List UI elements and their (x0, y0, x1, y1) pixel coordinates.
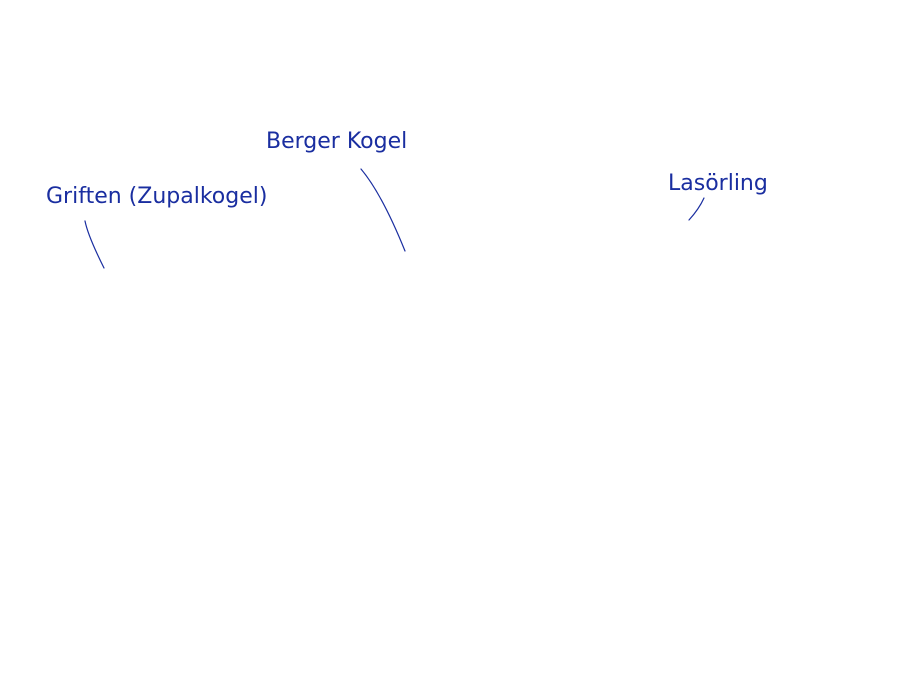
peak-label-lasoerling: Lasörling (668, 171, 768, 196)
leader-line-berger-kogel (360, 168, 406, 252)
peak-label-berger-kogel: Berger Kogel (266, 129, 408, 154)
leader-line-griften (84, 220, 105, 269)
peak-label-griften: Griften (Zupalkogel) (46, 184, 268, 209)
leader-line-lasoerling (688, 197, 705, 221)
